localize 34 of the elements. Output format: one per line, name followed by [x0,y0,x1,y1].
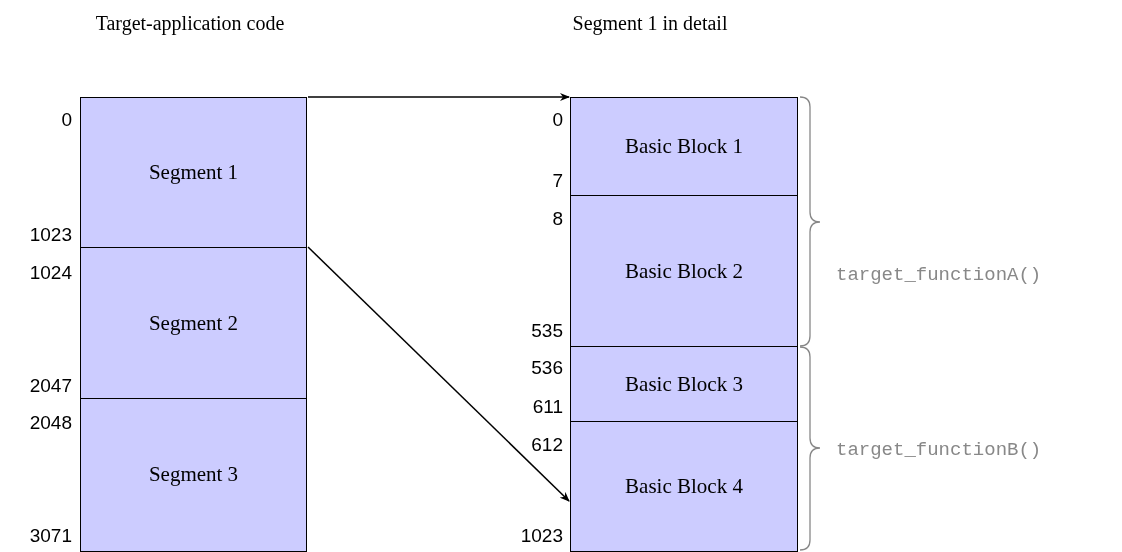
arrow [307,246,570,502]
block-label: Segment 2 [148,309,239,337]
address-number: 3071 [29,524,72,548]
column-title: Segment 1 in detail [572,11,728,37]
address-number: 2048 [29,411,72,435]
function-name: target_functionB() [836,438,1042,463]
address-number: 535 [531,319,563,343]
block-label: Basic Block 1 [625,133,743,160]
address-number: 1023 [520,524,563,548]
block-label: Segment 1 [148,159,239,186]
address-number: 611 [532,395,563,419]
block-label: Segment 3 [148,461,239,488]
column-title: Target-application code [95,11,285,37]
block-label: Basic Block 2 [625,257,743,285]
address-number: 0 [61,108,72,132]
memory-block [80,247,307,400]
memory-block [80,97,307,249]
function-name: target_functionA() [836,263,1042,288]
address-number: 1023 [29,223,72,247]
memory-block [570,346,798,423]
memory-block [570,421,798,552]
address-number: 2047 [29,374,72,398]
block-label: Basic Block 4 [625,472,743,500]
address-number: 0 [552,108,563,132]
memory-block [570,97,798,197]
block-label: Basic Block 3 [625,370,743,398]
memory-block [570,195,798,348]
memory-block [80,398,307,552]
arrow [307,93,570,101]
address-number: 7 [552,169,563,193]
address-number: 8 [552,207,563,231]
address-number: 1024 [29,261,72,285]
address-number: 612 [531,433,563,457]
address-number: 536 [531,356,563,380]
